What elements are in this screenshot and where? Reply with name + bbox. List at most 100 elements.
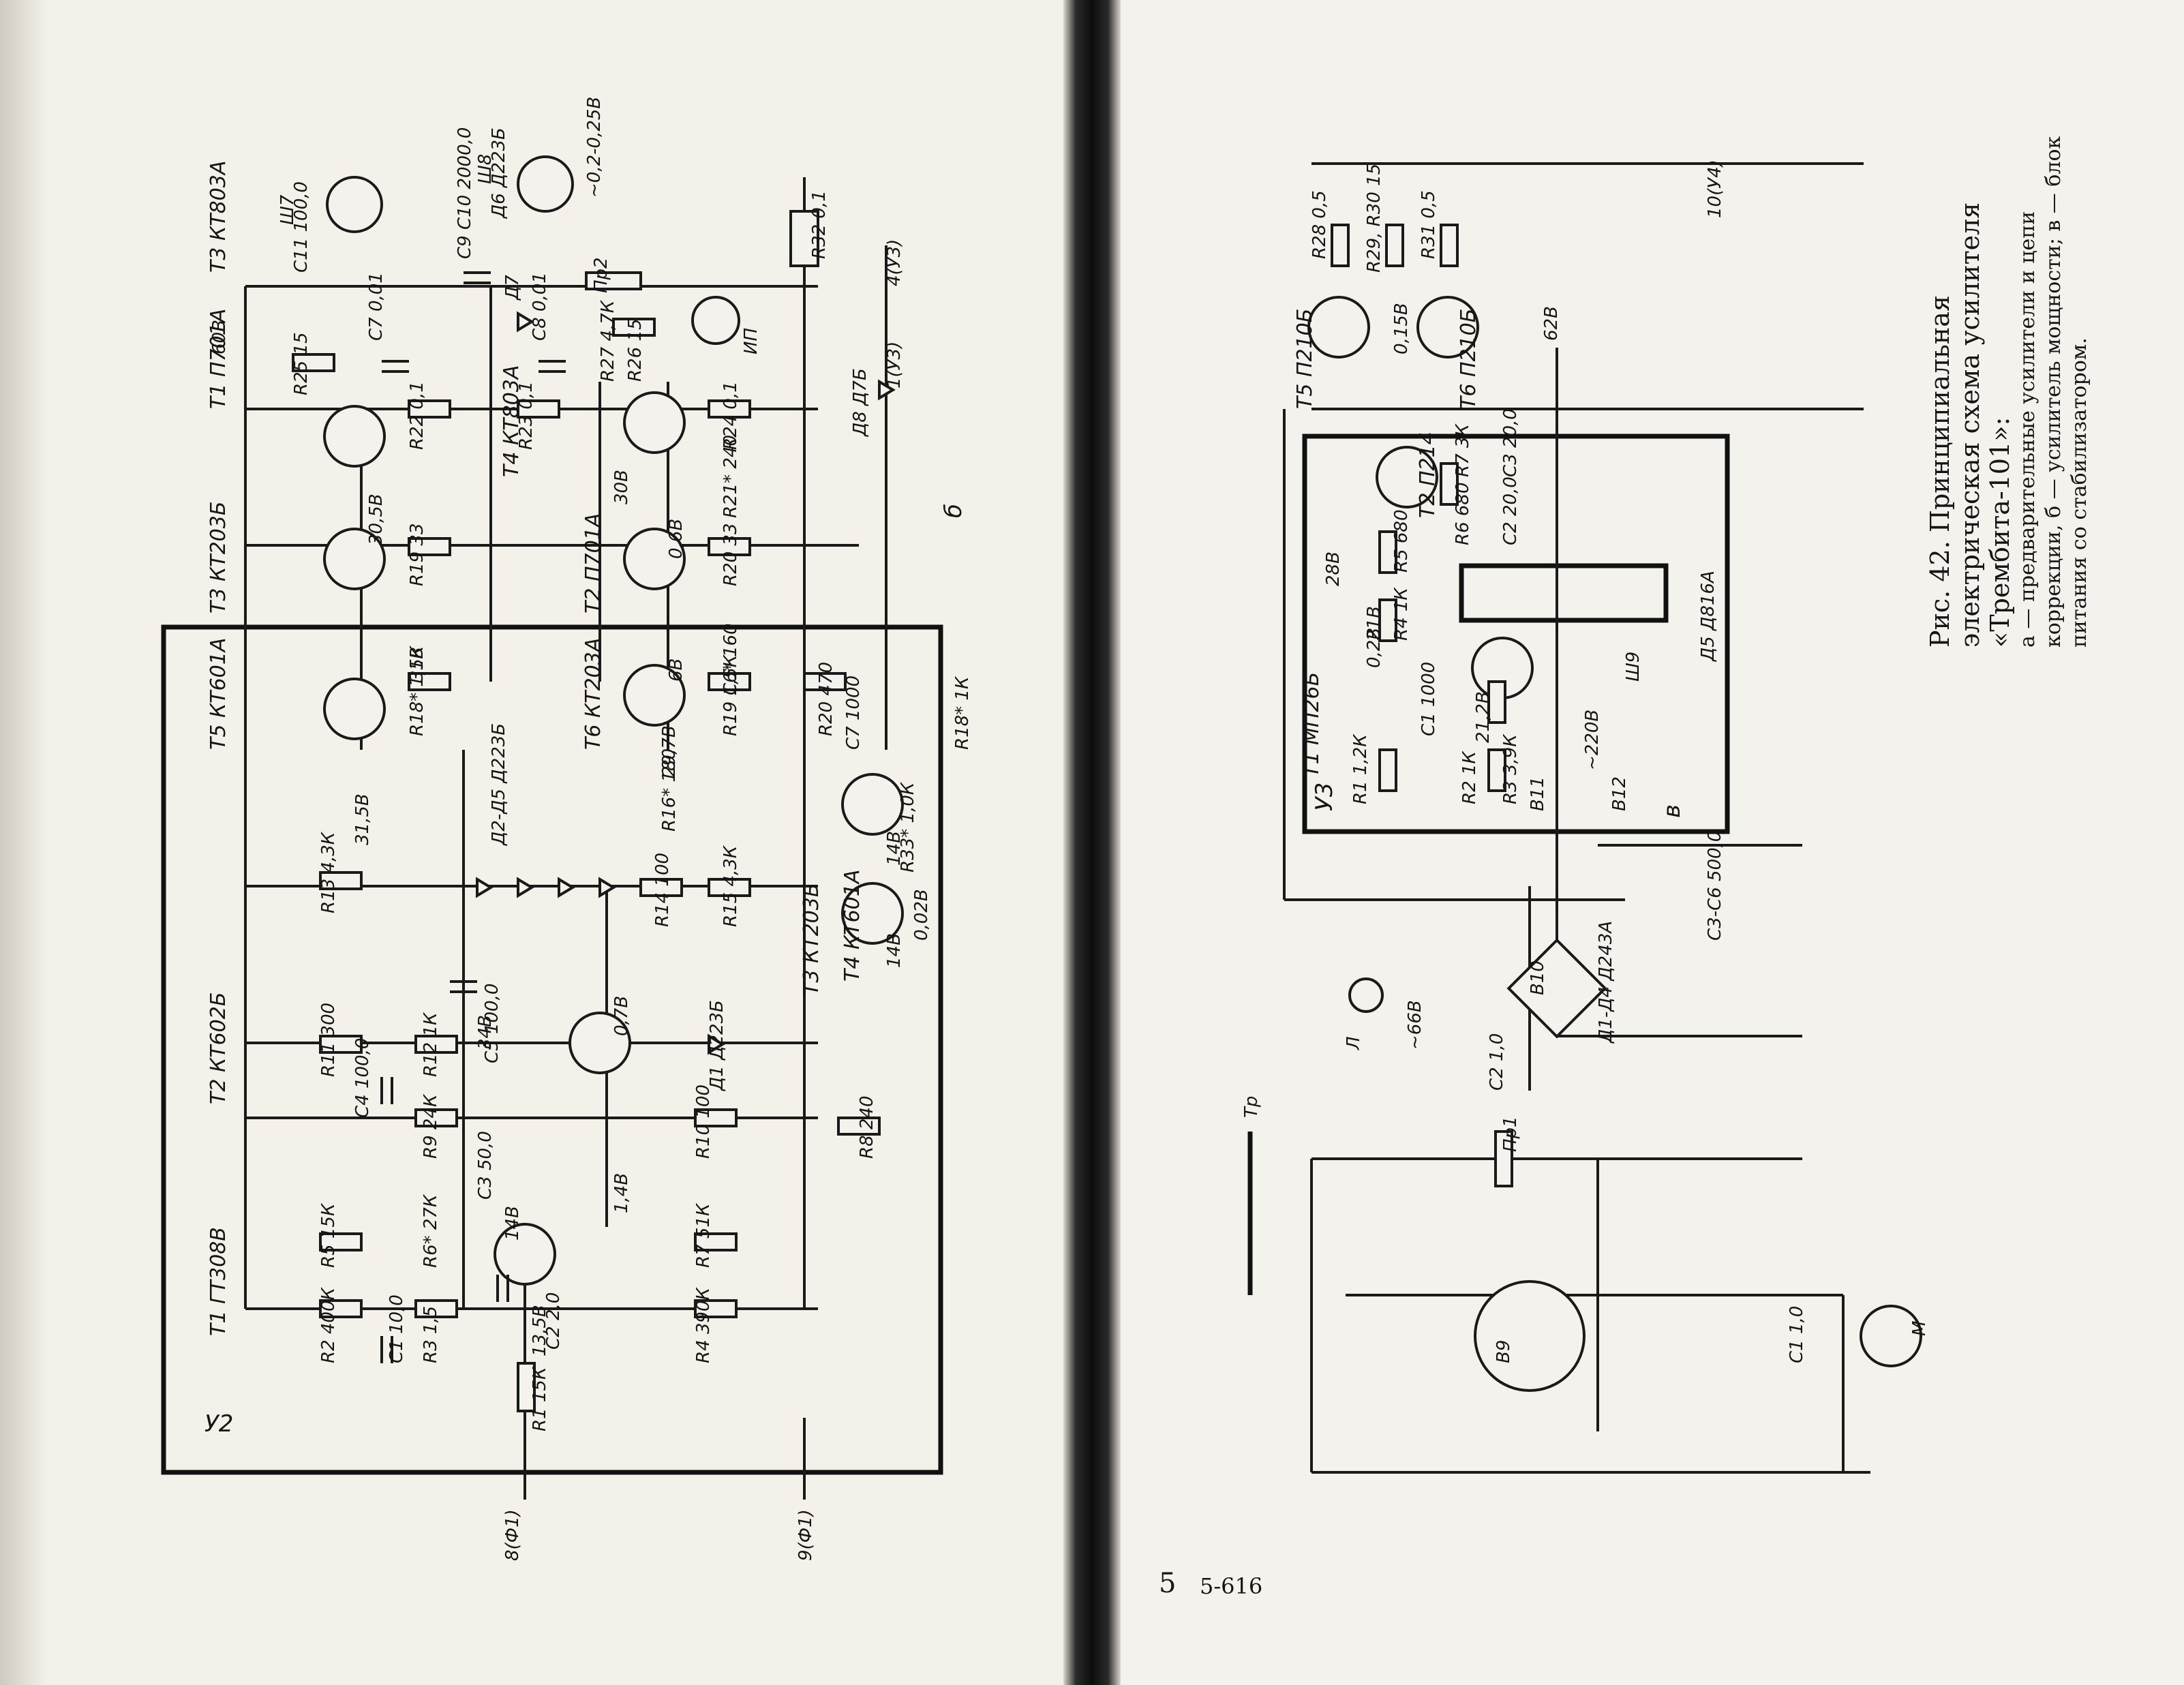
- resistor-label: R33* 1,0К: [898, 781, 918, 872]
- diode-symbol: [517, 311, 534, 333]
- resistor-symbol: [639, 878, 683, 897]
- resistor-label: R4 390К: [693, 1287, 714, 1363]
- resistor-label: R2 1К: [1459, 750, 1480, 804]
- voltage-label: 13,5В: [530, 1305, 550, 1356]
- connector-label: 1(У3): [884, 341, 905, 389]
- section-letter: в: [1658, 804, 1686, 818]
- component-label: T4 КТ803А: [500, 365, 524, 477]
- resistor-symbol: [1385, 224, 1404, 267]
- capacitor-label: C4 100,0: [352, 1038, 373, 1118]
- transistor-symbol: [1416, 296, 1479, 359]
- diode-label: Д8 Д7Б: [850, 368, 870, 437]
- capacitor-label: C2 1,0: [1487, 1033, 1507, 1091]
- resistor-label: R32 0,1: [809, 190, 830, 259]
- capacitor-label: C2 20,0: [1500, 476, 1521, 545]
- right-page: У3: [1121, 0, 2184, 1685]
- component-label: T5 КТ601А: [207, 638, 230, 750]
- resistor-symbol: [414, 1299, 458, 1318]
- voltage-label: 0,6В: [666, 519, 686, 559]
- resistor-label: R3 3,9К: [1500, 733, 1521, 804]
- resistor-label: R23 0,1: [516, 381, 536, 450]
- capacitor-label: C7 1000: [843, 675, 864, 750]
- resistor-label: R2 400К: [318, 1287, 339, 1363]
- capacitor-label: C9 C10 2000,0: [455, 127, 475, 259]
- resistor-symbol: [517, 399, 560, 419]
- resistor-label: R14 100: [652, 853, 673, 927]
- board-outline-u3: [1302, 434, 1730, 834]
- component-label: T2 П214: [1416, 431, 1440, 518]
- board-label: У2: [204, 1410, 233, 1438]
- resistor-label: R31 0,5: [1419, 190, 1439, 259]
- diode-symbol: [708, 1033, 725, 1055]
- resistor-symbol: [708, 878, 751, 897]
- voltage-label: 0,2В: [1364, 628, 1384, 668]
- voltage-label: 21В: [1364, 606, 1384, 641]
- capacitor-label: C8 0,01: [530, 272, 550, 341]
- left-page: У2: [0, 0, 1063, 1685]
- capacitor-label: C6* 160: [721, 623, 741, 695]
- resistor-symbol: [292, 353, 335, 372]
- voltage-label: 14В: [884, 933, 905, 968]
- resistor-symbol: [517, 1362, 536, 1412]
- resistor-symbol: [1378, 598, 1397, 642]
- component-label: T3 КТ803А: [207, 161, 230, 273]
- transistor-symbol: [1307, 296, 1370, 359]
- voltage-label: 0,7В: [611, 996, 632, 1036]
- resistor-symbol: [1440, 224, 1459, 267]
- transistor-symbol: [494, 1223, 556, 1286]
- resistor-label: R3 1,5: [421, 1306, 441, 1363]
- resistor-symbol: [414, 1035, 458, 1054]
- connector-label: 8(Ф1): [502, 1509, 523, 1561]
- voltage-label: 30,5В: [366, 494, 386, 545]
- motor-symbol: [1860, 1305, 1922, 1367]
- fuse-symbol: [1494, 1130, 1513, 1187]
- resistor-label: R7 51К: [693, 1202, 714, 1268]
- diode-symbol: [517, 877, 534, 898]
- voltage-label: 31В: [407, 647, 427, 682]
- resistor-symbol: [1331, 224, 1350, 267]
- diode-symbol: [598, 877, 616, 898]
- resistor-symbol: [789, 210, 819, 267]
- diode-bridge-symbol: [1506, 938, 1607, 1039]
- diode-label: Д1 Д223Б: [707, 1000, 727, 1091]
- resistor-label: R26 15: [625, 319, 646, 382]
- transistor-symbol: [841, 882, 904, 945]
- misc-label: В9: [1493, 1340, 1514, 1363]
- resistor-symbol: [694, 1108, 738, 1127]
- component-label: T1 П701А: [207, 309, 230, 409]
- resistor-label: R28 0,5: [1309, 190, 1330, 259]
- capacitor-label: C2 2,0: [543, 1292, 564, 1350]
- misc-label: Ш9: [1623, 652, 1643, 682]
- resistor-symbol: [837, 1117, 881, 1136]
- resistor-label: R24 0,1: [721, 381, 741, 450]
- connector-label: Ш8: [475, 154, 496, 184]
- resistor-label: R11 300: [318, 1003, 339, 1077]
- voltage-label: 60В: [209, 320, 230, 354]
- component-label: T1 ГТ308В: [207, 1227, 230, 1336]
- figure-caption: Рис. 42. Принципиальная электрическая сх…: [1925, 130, 2091, 648]
- component-label: T6 П210Б: [1457, 309, 1481, 409]
- resistor-label: R9 24К: [421, 1093, 441, 1159]
- capacitor-symbol: [539, 360, 566, 373]
- diode-symbol: [878, 379, 896, 401]
- page-edge-shadow: [0, 0, 48, 1685]
- capacitor-label: C3-C6 500,0: [1705, 831, 1725, 941]
- capacitor-label: C1 1000: [1419, 662, 1439, 736]
- capacitor-label: C3 50,0: [475, 1131, 496, 1200]
- section-letter: б: [940, 504, 967, 518]
- capacitor-symbol: [382, 360, 409, 373]
- misc-label: В10: [1528, 960, 1548, 995]
- misc-label: Тр: [1241, 1096, 1262, 1118]
- resistor-label: R20 470: [816, 662, 836, 736]
- resistor-symbol: [612, 318, 656, 337]
- capacitor-symbol: [380, 1336, 393, 1363]
- resistor-label: R1 1,2К: [1350, 733, 1371, 804]
- transistor-symbol: [323, 528, 386, 590]
- misc-label: 10(У4): [1705, 160, 1725, 218]
- voltage-label: 21,2В: [1473, 691, 1493, 743]
- connector-label: 4(У3): [884, 239, 905, 286]
- connector-label: Пр2: [591, 257, 611, 293]
- resistor-label: R7 3К: [1453, 423, 1473, 477]
- voltage-label: 31,5В: [352, 793, 373, 845]
- component-label: T6 КТ203А: [581, 638, 605, 750]
